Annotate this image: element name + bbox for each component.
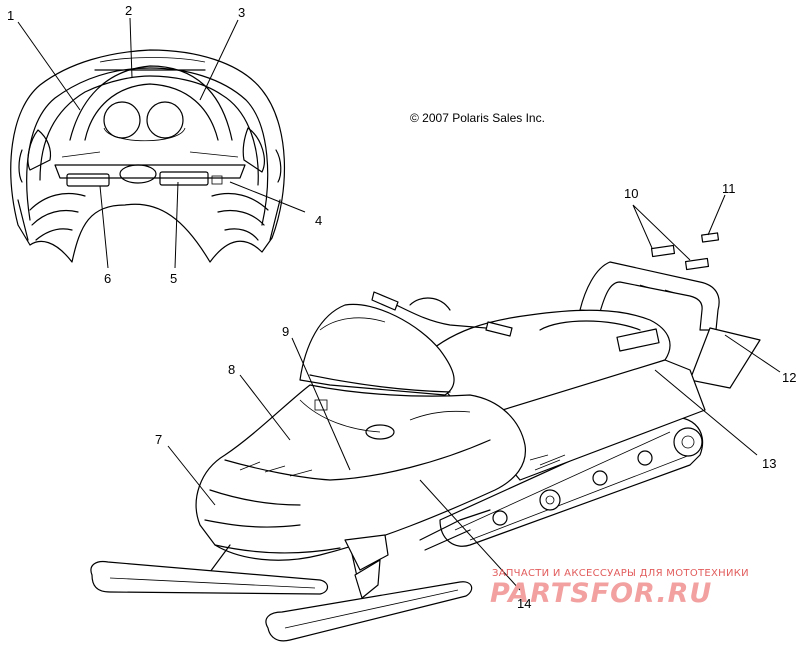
callout-10: 10: [624, 186, 638, 201]
callout-13: 13: [762, 456, 776, 471]
callout-2: 2: [125, 3, 132, 18]
callout-labels: 1 2 3 4 5 6 7 8 9 10 11 12 13 14: [7, 3, 796, 611]
callout-9: 9: [282, 324, 289, 339]
callout-11: 11: [722, 181, 736, 196]
watermark-tagline: ЗАПЧАСТИ И АКСЕССУАРЫ ДЛЯ МОТОТЕХНИКИ: [492, 568, 749, 579]
callout-3: 3: [238, 5, 245, 20]
callout-7: 7: [155, 432, 162, 447]
callout-14: 14: [517, 596, 531, 611]
hood-dash-detail: [10, 49, 286, 263]
callout-6: 6: [104, 271, 111, 286]
callout-12: 12: [782, 370, 796, 385]
callout-5: 5: [170, 271, 177, 286]
watermark: ЗАПЧАСТИ И АКСЕССУАРЫ ДЛЯ МОТОТЕХНИКИ PA…: [490, 568, 749, 609]
callout-8: 8: [228, 362, 235, 377]
copyright-notice: © 2007 Polaris Sales Inc.: [410, 111, 545, 125]
callout-1: 1: [7, 8, 14, 23]
snowmobile: [90, 232, 761, 642]
callout-4: 4: [315, 213, 322, 228]
leader-lines: [17, 17, 781, 591]
watermark-logo-text: PARTSFOR.RU: [490, 578, 712, 609]
